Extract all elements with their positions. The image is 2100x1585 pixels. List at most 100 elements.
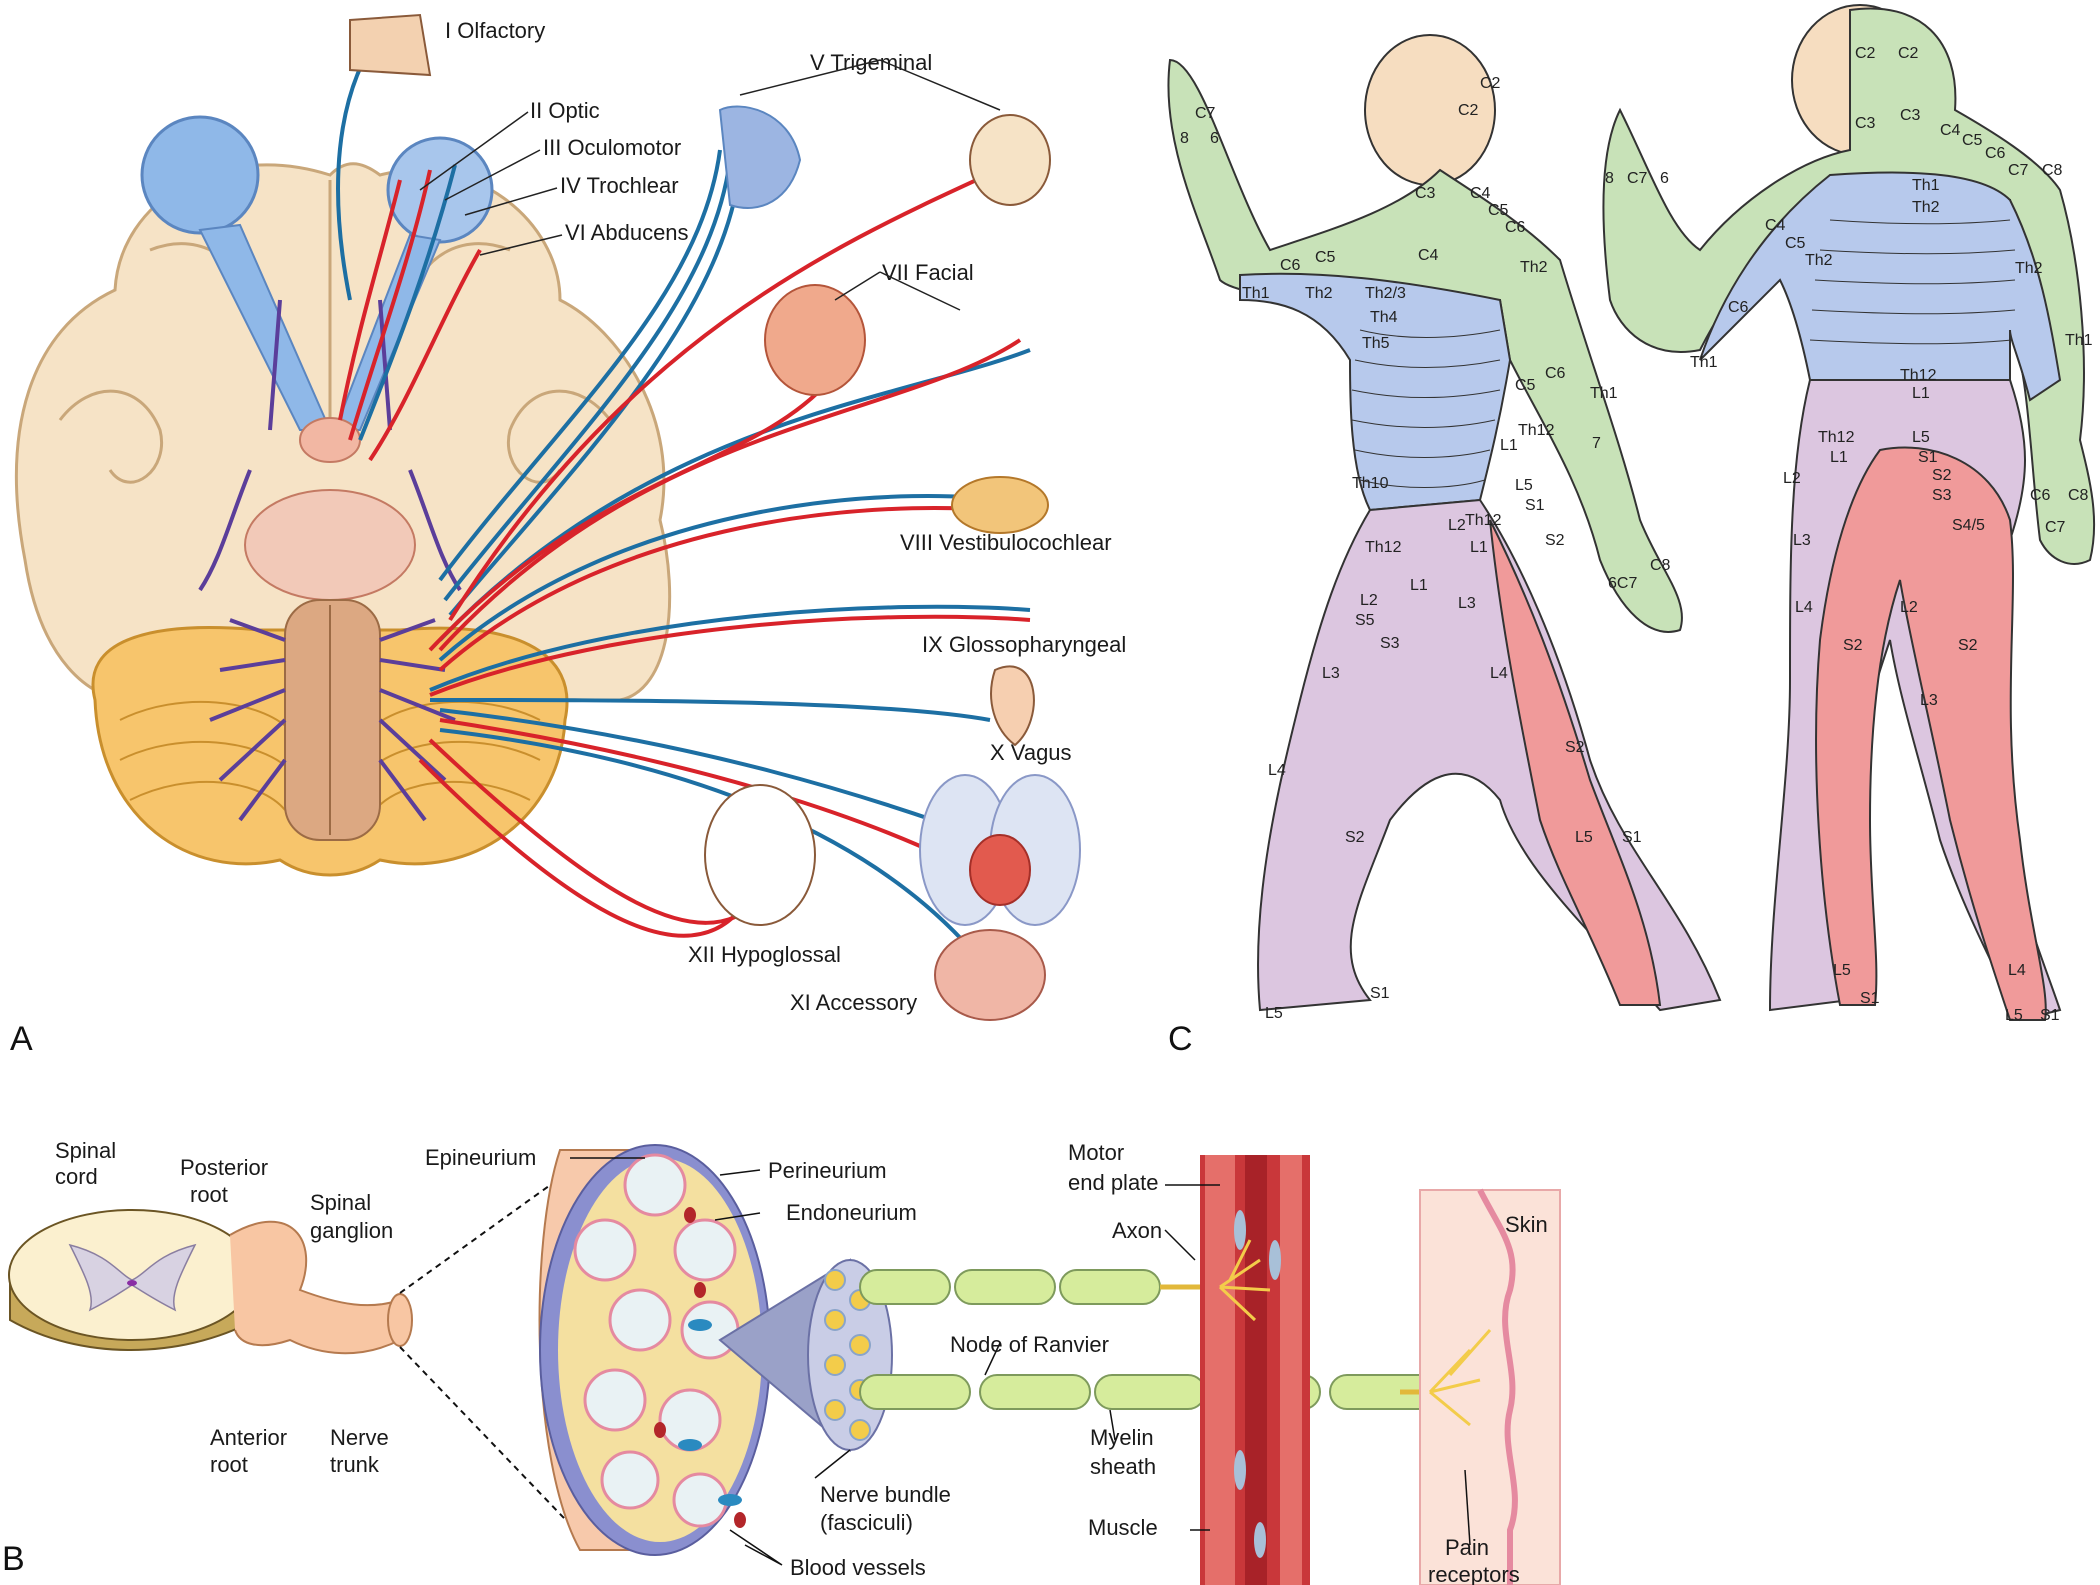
front-8: 8 [1180,130,1189,147]
front-l5a: L5 [1515,477,1533,494]
label-vagus: X Vagus [990,740,1072,765]
front-th23: Th2/3 [1365,285,1406,302]
back-c2b: C2 [1898,45,1919,62]
panel-c: C2 C2 C3 C4 C5 C6 C4 C7 8 6 C6 C5 Th1 Th… [1167,4,2096,1058]
spinal-cord-slice [8,1209,256,1351]
back-th1c: Th1 [1690,354,1718,371]
back-th1b: Th1 [2065,332,2093,349]
front-th1b: Th1 [1590,385,1618,402]
label-spinal-cord-1: Spinal [55,1138,116,1163]
facial-head [764,284,866,396]
front-c5b: C5 [1315,249,1336,266]
pain-receptor-branches [1428,1329,1492,1427]
front-bands [1351,329,1501,488]
back-c3a: C3 [1855,115,1876,132]
label-motor-end-plate-1: Motor [1068,1140,1124,1165]
vestibular-organ [951,476,1049,534]
front-s2a: S2 [1545,532,1565,549]
back-c8b: C8 [2068,487,2089,504]
label-motor-end-plate-2: end plate [1068,1170,1159,1195]
back-s45: S4/5 [1952,517,1985,534]
front-th10: Th10 [1352,475,1389,492]
back-s1c: S1 [2040,1007,2060,1024]
back-l1b: L1 [1830,449,1848,466]
front-l4b: L4 [1268,762,1286,779]
back-c7a: C7 [2008,162,2029,179]
front-c5a: C5 [1488,202,1509,219]
nerve-roots-b [229,1220,413,1355]
back-s3: S3 [1932,487,1952,504]
back-c6c: C6 [2030,487,2051,504]
nerve-roots [198,299,462,822]
front-th1a: Th1 [1242,285,1270,302]
back-th12b: Th12 [1818,429,1855,446]
back-c3b: C3 [1900,107,1921,124]
ear [990,665,1035,747]
front-c6c: C6 [1545,365,1566,382]
pons [244,489,416,601]
front-th5: Th5 [1362,335,1390,352]
front-th12b: Th12 [1365,539,1402,556]
front-c2a: C2 [1480,75,1501,92]
label-optic: II Optic [530,98,600,123]
back-bands [1809,219,2016,345]
front-l1a: L1 [1500,437,1518,454]
front-l3b: L3 [1322,665,1340,682]
skull [969,114,1051,206]
label-vestibulocochlear: VIII Vestibulocochlear [900,530,1112,555]
label-myelin-sheath-1: Myelin [1090,1425,1154,1450]
label-spinal-ganglion-1: Spinal [310,1190,371,1215]
back-l5: L5 [1912,429,1930,446]
back-l2b: L2 [1900,599,1918,616]
back-c7c: C7 [2045,519,2066,536]
motor-end-plate [1218,1239,1271,1322]
olfactory-nose [349,13,432,77]
back-l4b: L4 [2008,962,2026,979]
back-th2b: Th2 [1805,252,1833,269]
back-l5c: L5 [2005,1007,2023,1024]
back-l1a: L1 [1912,385,1930,402]
label-oculomotor: III Oculomotor [543,135,681,160]
label-pain-receptors-1: Pain [1445,1535,1489,1560]
label-nerve-trunk-1: Nerve [330,1425,389,1450]
leader-lines-b [570,1157,1471,1566]
label-spinal-ganglion-2: ganglion [310,1218,393,1243]
front-l2a: L2 [1448,517,1466,534]
back-th1a: Th1 [1912,177,1940,194]
label-olfactory: I Olfactory [445,18,545,43]
panel-b: Spinal cord Posterior root Spinal gangli… [2,1138,1561,1585]
back-6: 6 [1660,170,1669,187]
back-s1b: S1 [1860,990,1880,1007]
right-eyeball [386,136,494,244]
back-c5a: C5 [1962,132,1983,149]
panel-label-b: B [2,1540,25,1578]
label-glossopharyngeal: IX Glossopharyngeal [922,632,1126,657]
back-l2a: L2 [1783,470,1801,487]
leader-lines-a [419,59,1001,311]
front-l1b: L1 [1470,539,1488,556]
hypoglossal-head [704,784,816,926]
label-anterior-root-1: Anterior [210,1425,287,1450]
back-th2c: Th2 [2015,260,2043,277]
back-c6b: C6 [1728,299,1749,316]
label-nerve-trunk-2: trunk [330,1452,380,1477]
back-s2b: S2 [1843,637,1863,654]
muscle-fibers [1200,1155,1310,1585]
blood-vessel-dots [654,1207,746,1528]
back-c4a: C4 [1940,122,1961,139]
back-sacral-zone [1815,446,2047,1021]
label-accessory: XI Accessory [790,990,917,1015]
back-c8a: C8 [2042,162,2063,179]
front-c2b: C2 [1458,102,1479,119]
back-s1a: S1 [1918,449,1938,466]
label-blood-vessels: Blood vessels [790,1555,926,1580]
label-posterior-root-2: root [190,1182,228,1207]
front-c3: C3 [1415,185,1436,202]
label-axon: Axon [1112,1218,1162,1243]
front-c5c: C5 [1515,377,1536,394]
label-nerve-bundle-1: Nerve bundle [820,1482,951,1507]
back-s2a: S2 [1932,467,1952,484]
back-l3a: L3 [1793,532,1811,549]
label-node-of-ranvier: Node of Ranvier [950,1332,1109,1357]
